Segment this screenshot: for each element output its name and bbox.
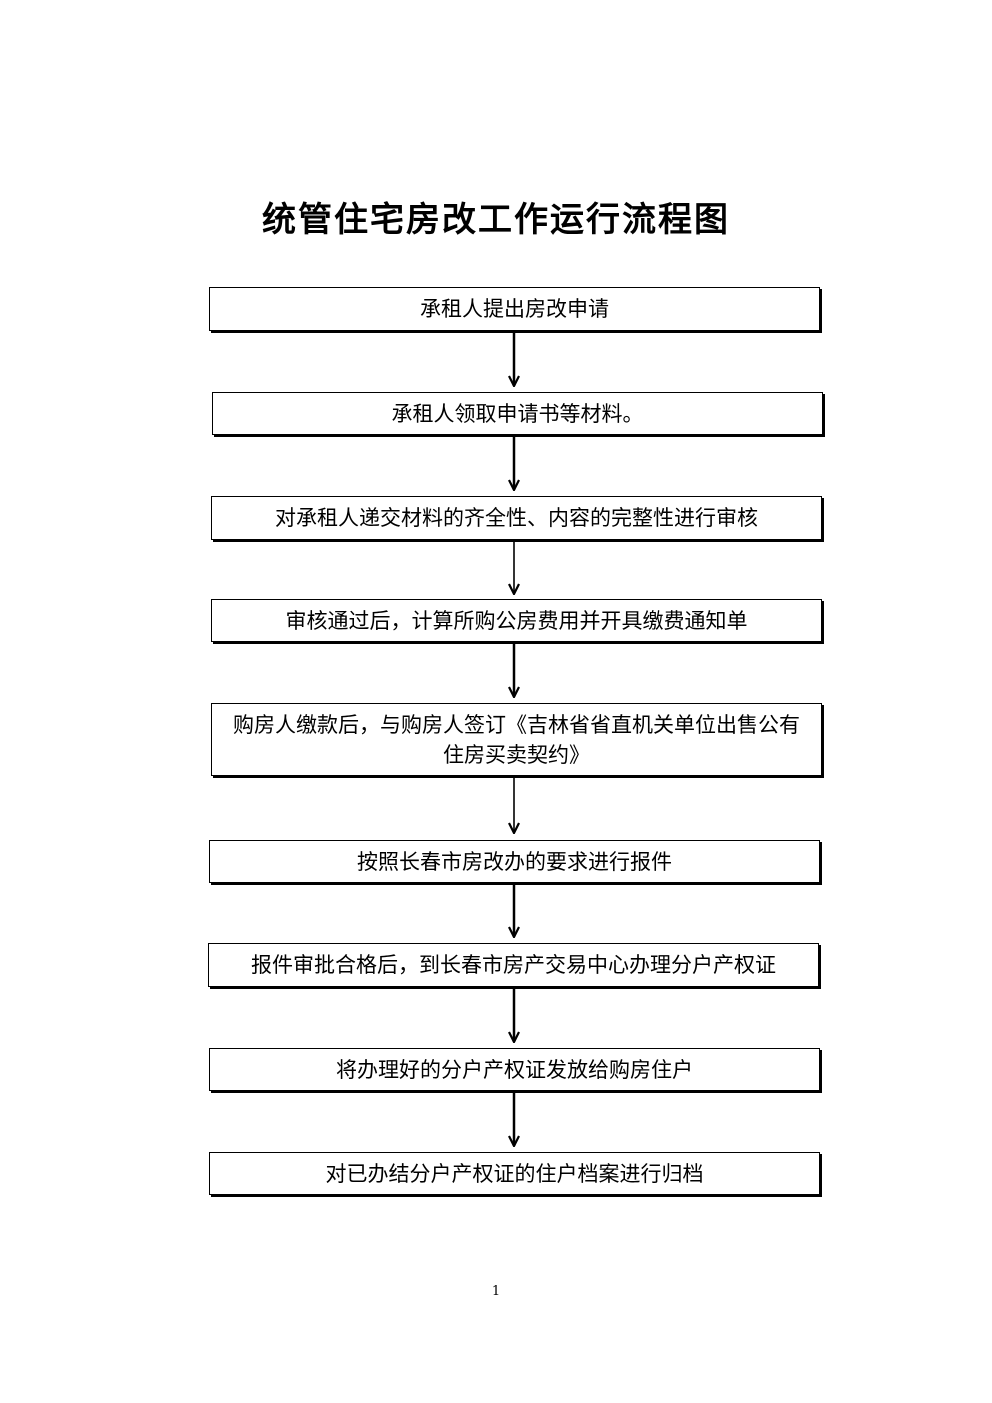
page-title: 统管住宅房改工作运行流程图 [262,200,730,240]
flow-step-text: 将办理好的分户产权证发放给购房住户 [336,1057,693,1082]
flow-step-text: 承租人领取申请书等材料。 [391,401,644,426]
flow-step-3: 对承租人递交材料的齐全性、内容的完整性进行审核 [211,496,822,540]
flow-step-7: 报件审批合格后，到长春市房产交易中心办理分户产权证 [208,943,819,987]
flow-step-5: 购房人缴款后，与购房人签订《吉林省省直机关单位出售公有住房买卖契约》 [211,703,822,776]
flow-step-6: 按照长春市房改办的要求进行报件 [209,840,820,883]
flow-step-text: 对承租人递交材料的齐全性、内容的完整性进行审核 [275,506,758,530]
flow-step-text: 按照长春市房改办的要求进行报件 [357,849,672,874]
flow-step-text: 对已办结分户产权证的住户档案进行归档 [325,1161,704,1186]
flow-step-text: 审核通过后，计算所购公房费用并开具缴费通知单 [285,608,748,633]
flow-step-text: 承租人提出房改申请 [420,297,609,321]
flow-step-4: 审核通过后，计算所购公房费用并开具缴费通知单 [211,599,822,642]
flow-step-text: 购房人缴款后，与购房人签订《吉林省省直机关单位出售公有住房买卖契约》 [233,712,800,767]
page-number: 1 [491,1284,501,1299]
flow-step-2: 承租人领取申请书等材料。 [212,392,823,435]
flow-step-8: 将办理好的分户产权证发放给购房住户 [209,1048,820,1091]
flow-step-1: 承租人提出房改申请 [209,287,820,331]
flow-step-text: 报件审批合格后，到长春市房产交易中心办理分户产权证 [251,953,776,977]
flow-step-9: 对已办结分户产权证的住户档案进行归档 [209,1152,820,1195]
